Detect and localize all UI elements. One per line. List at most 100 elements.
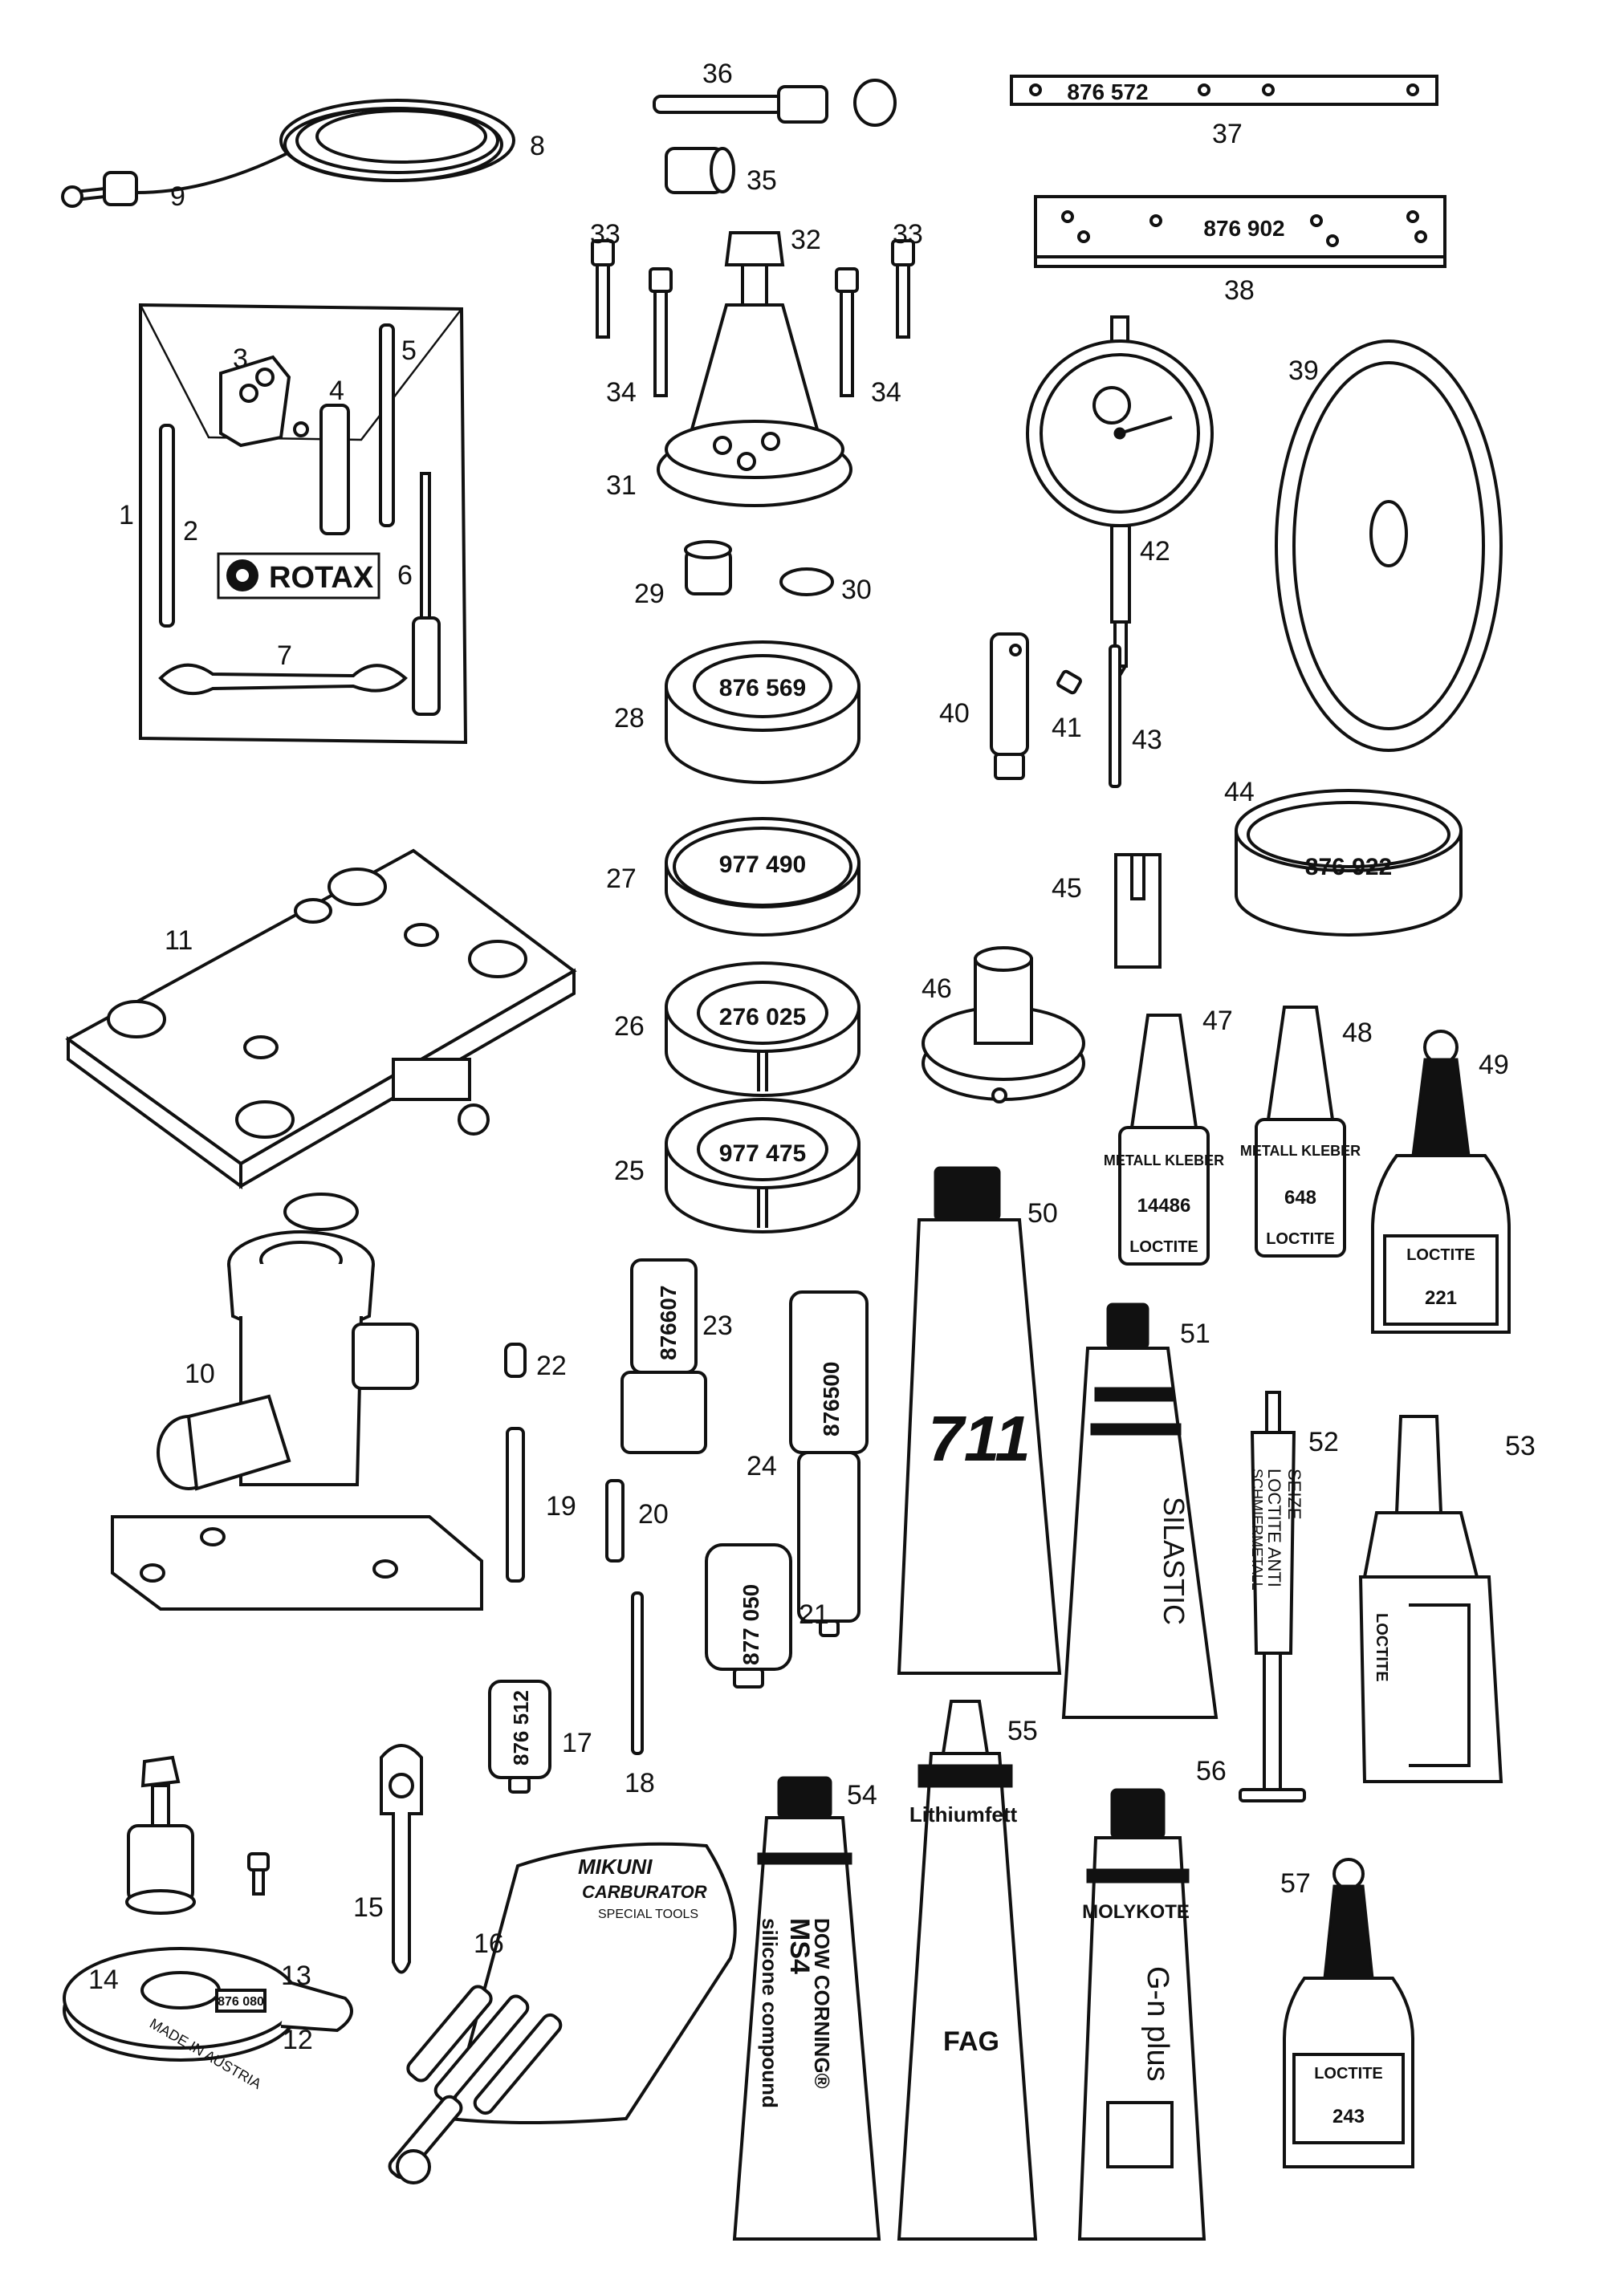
- callout-21: 21: [799, 1599, 829, 1630]
- loctite-14486: 14486: [1137, 1195, 1191, 1217]
- pin-19: [506, 1427, 525, 1583]
- bolt-14: [125, 1755, 196, 1915]
- tube-dow-corning-54: DOW CORNING® MS4 silicone compound: [732, 1776, 881, 2241]
- callout-38: 38: [1224, 275, 1255, 306]
- adapter-40: [990, 632, 1029, 780]
- bolts-34: [649, 267, 859, 397]
- pin-5: [379, 323, 395, 527]
- part-number-23: 876607: [656, 1286, 681, 1360]
- anti-seize-2: SEIZE: [1284, 1469, 1304, 1520]
- part-number-28: 876 569: [719, 675, 806, 701]
- callout-27: 27: [606, 864, 637, 894]
- mikuni-label-2: CARBURATOR: [582, 1882, 707, 1902]
- callout-3: 3: [233, 343, 248, 374]
- callout-30: 30: [841, 575, 872, 605]
- callout-53: 53: [1505, 1431, 1536, 1461]
- callout-37: 37: [1212, 119, 1243, 149]
- callout-1: 1: [119, 500, 134, 530]
- callout-35: 35: [747, 165, 777, 196]
- drift-17: 876 512: [488, 1680, 551, 1794]
- loctite-brand-47: LOCTITE: [1129, 1238, 1198, 1256]
- feeler-45: [1114, 853, 1162, 969]
- metall-kleber-label: METALL KLEBER: [1104, 1152, 1224, 1168]
- callout-55: 55: [1007, 1716, 1038, 1746]
- bolts-33: [591, 239, 915, 339]
- metall-kleber-48: METALL KLEBER 648 LOCTITE: [1240, 1006, 1361, 1258]
- callout-56: 56: [1196, 1756, 1227, 1786]
- probe-43: [1109, 644, 1121, 788]
- callout-31: 31: [606, 470, 637, 501]
- dow-corning-1: DOW CORNING®: [810, 1918, 834, 2089]
- callout-48: 48: [1342, 1018, 1373, 1048]
- pin-36: [653, 79, 897, 127]
- ring-27: 977 490: [665, 817, 861, 937]
- stand-10: [111, 1230, 483, 1611]
- callout-4: 4: [329, 376, 344, 406]
- bottle-221: 221: [1425, 1287, 1457, 1309]
- callout-26: 26: [614, 1011, 645, 1042]
- callout-34a: 34: [606, 377, 637, 408]
- anti-seize-3: SCHMIERMETALL: [1249, 1469, 1265, 1591]
- callout-33b: 33: [893, 219, 923, 250]
- wrench-15: [380, 1744, 423, 1974]
- callout-25: 25: [614, 1156, 645, 1186]
- callout-19: 19: [546, 1491, 576, 1522]
- callout-7: 7: [277, 640, 292, 671]
- part-number-27: 977 490: [719, 851, 806, 878]
- callout-8: 8: [530, 131, 545, 161]
- tube-lithium-55: Lithiumfett FAG: [897, 1700, 1038, 2241]
- callout-14: 14: [88, 1965, 119, 1995]
- mikuni-label-3: SPECIAL TOOLS: [598, 1908, 698, 1921]
- ring-28: 876 569: [665, 640, 861, 784]
- svg-text:711: 711: [928, 1403, 1031, 1474]
- dow-corning-3: silicone compound: [758, 1918, 782, 2108]
- base-plate-11: [65, 848, 577, 1231]
- grinding-wheel-39: [1275, 339, 1503, 752]
- fag-label: FAG: [943, 2026, 999, 2057]
- set-screw-41: [1056, 669, 1082, 695]
- drift-23: 876607: [620, 1258, 707, 1454]
- callout-51: 51: [1180, 1319, 1210, 1349]
- callout-52: 52: [1308, 1427, 1339, 1457]
- callout-44: 44: [1224, 777, 1255, 807]
- callout-9: 9: [170, 181, 185, 212]
- pull-cable-8: [136, 99, 515, 194]
- callout-50: 50: [1027, 1198, 1058, 1229]
- callout-28: 28: [614, 703, 645, 734]
- callout-47: 47: [1202, 1006, 1233, 1036]
- part-number-17: 876 512: [509, 1690, 533, 1766]
- bottle-53: LOCTITE: [1358, 1415, 1503, 1783]
- tube-molykote-56: MOLYKOTE G-n plus: [1077, 1788, 1206, 2241]
- callout-36: 36: [702, 59, 733, 89]
- bottle-49: LOCTITE 221: [1371, 1030, 1511, 1334]
- callout-29: 29: [634, 579, 665, 609]
- callout-11: 11: [165, 925, 193, 956]
- screwdriver-shaft-6: [420, 472, 431, 628]
- dow-corning-2: MS4: [784, 1918, 815, 1974]
- callout-49: 49: [1479, 1050, 1509, 1080]
- callout-43: 43: [1132, 725, 1162, 755]
- part-number-44: 876 922: [1305, 854, 1392, 880]
- pin-18: [631, 1591, 644, 1755]
- mandrel-46: [922, 946, 1085, 1103]
- callout-46: 46: [922, 973, 952, 1004]
- dial-gauge-42: [1026, 315, 1214, 677]
- callout-5: 5: [401, 335, 417, 366]
- callout-15: 15: [353, 1892, 384, 1923]
- split-ring-26: 276 025: [665, 961, 861, 1097]
- callout-6: 6: [397, 560, 413, 591]
- lithiumfett-label: Lithiumfett: [909, 1802, 1018, 1827]
- nut-35: [665, 147, 735, 194]
- rotax-wordmark: ROTAX: [269, 561, 374, 595]
- part-number-21: 877 050: [738, 1584, 763, 1665]
- molykote-1: MOLYKOTE: [1082, 1901, 1190, 1923]
- bottle-243: 243: [1332, 2106, 1365, 2127]
- callout-41: 41: [1052, 713, 1082, 743]
- plate-37: 876 572: [1010, 75, 1438, 106]
- callout-22: 22: [536, 1351, 567, 1381]
- pin-22: [504, 1343, 527, 1378]
- callout-24: 24: [747, 1451, 777, 1481]
- callout-13: 13: [281, 1961, 311, 1991]
